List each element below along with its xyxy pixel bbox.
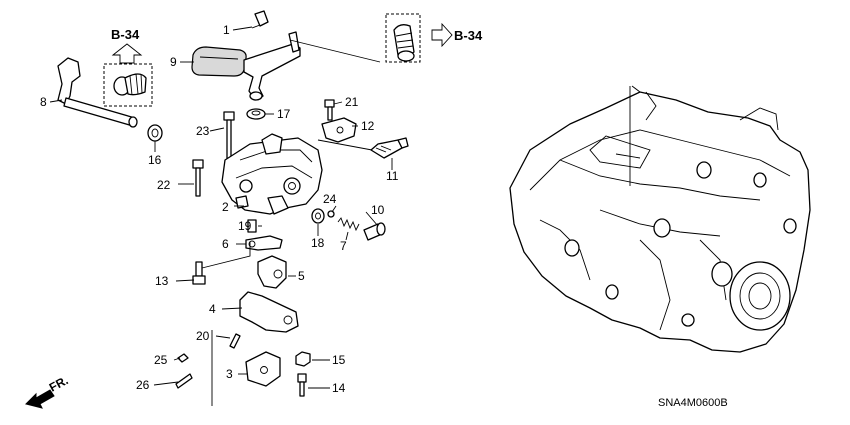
callout-25: 25 [154,353,168,367]
callout-16: 16 [148,153,162,167]
part-14-bolt [297,373,307,397]
front-arrow-icon [25,389,55,409]
part-15-nut [295,351,311,367]
callout-14: 14 [332,381,346,395]
part-8-shift-rod [57,57,138,128]
callout-18: 18 [311,236,325,250]
group-line-ref [289,39,381,63]
part-21-bolt [324,99,335,121]
callout-24: 24 [323,192,337,206]
reference-label: B-34 [111,27,140,42]
callout-3: 3 [226,367,233,381]
reference-b34-up[interactable]: B-34 [111,27,143,64]
part-1-bolt [251,10,269,29]
callout-23: 23 [196,124,210,138]
part-20-roll-pin [229,333,241,349]
part-7-spring [337,217,360,232]
callout-1: 1 [223,23,230,37]
part-19-pin [247,219,257,233]
callout-15: 15 [332,353,346,367]
part-25-pin [177,353,189,363]
right-arrow-icon [431,22,453,48]
callout-17: 17 [277,107,291,121]
reference-box-right [385,13,421,63]
front-direction-indicator: FR. [25,373,70,409]
reference-label: B-34 [454,28,483,43]
callout-19: 19 [238,219,252,233]
callout-6: 6 [222,237,229,251]
callout-12: 12 [361,119,375,133]
part-9-shift-lever [191,31,301,101]
callout-9: 9 [170,55,177,69]
callout-7: 7 [340,239,347,253]
callout-11: 11 [386,169,399,183]
part-26-pin [175,373,193,389]
part-3-shift-block [245,351,281,387]
part-18-washer [311,208,325,224]
part-5-interlock [257,255,287,289]
group-line-6 [201,242,251,269]
callout-26: 26 [136,378,150,392]
hose-fitting-left [113,73,147,96]
part-10-plug-bolt [363,222,386,241]
callout-8: 8 [40,95,47,109]
diagram-code: SNA4M0600B [658,397,728,409]
part-11-switch [370,137,409,159]
part-12-bracket [321,117,357,143]
part-17-bushing [246,108,266,120]
callout-21: 21 [345,95,359,109]
part-13-bolt [192,261,206,285]
callout-4: 4 [209,302,216,316]
part-6-detent-arm [245,235,283,251]
callout-5: 5 [298,269,305,283]
callout-13: 13 [155,274,169,288]
part-4-arm-bracket [239,291,299,333]
part-16-seal [147,124,163,142]
callout-20: 20 [196,329,210,343]
callout-22: 22 [157,178,171,192]
shift-housing-assembly [221,133,323,215]
part-23-bolt [223,111,235,161]
reference-b34-right[interactable]: B-34 [431,22,483,48]
part-24-ball [327,210,335,218]
hose-fitting-right [393,24,415,62]
leader-lines [49,26,631,389]
transmission-case [509,85,811,353]
part-22-bolt [192,159,204,197]
up-arrow-icon [111,43,143,64]
callout-10: 10 [371,203,385,217]
callout-2: 2 [222,200,229,214]
callouts: 1 2 3 4 5 6 7 8 9 10 11 12 13 14 15 16 1… [40,23,399,395]
